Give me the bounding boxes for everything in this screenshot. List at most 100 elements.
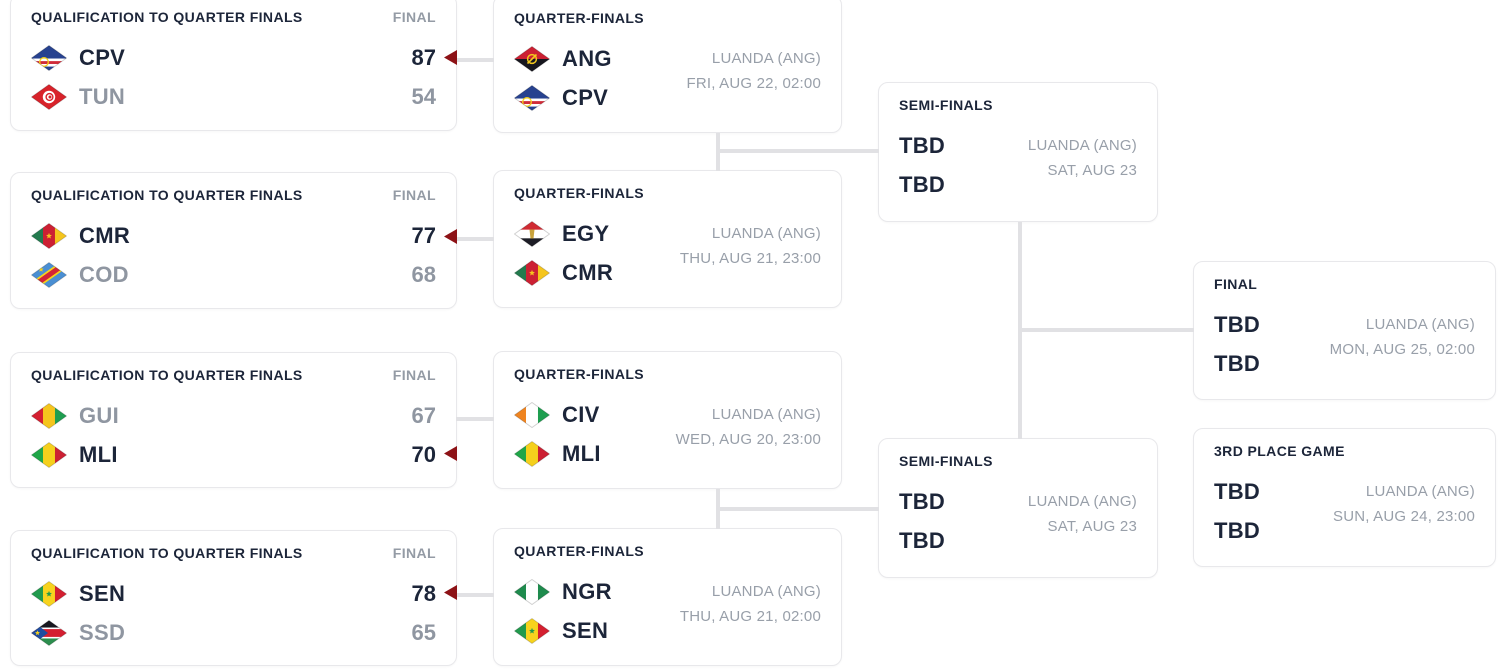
team-code: TUN [79,84,126,109]
team-row: TBD [899,130,1137,162]
team-row: CPV [513,82,821,114]
team-code: TBD [899,133,946,158]
team-row: SEN [513,615,821,647]
team-code: NGR [562,579,612,604]
team-code: MLI [79,442,118,467]
team-row: MLI [513,438,821,470]
team-row: GUI 67 [30,400,436,432]
match-card-qualification-2[interactable]: QUALIFICATION TO QUARTER FINALS FINAL CM… [10,172,457,309]
venue-name: LUANDA (ANG) [711,406,821,423]
status-label: FINAL [392,367,436,383]
flag-mli-icon [513,440,551,468]
flag-ssd-icon [30,619,68,647]
team-row: CMR 77 [30,220,436,252]
venue-name: LUANDA (ANG) [1365,483,1475,500]
team-row: EGY [513,218,821,250]
match-card-final[interactable]: FINAL TBD TBD LUANDA (ANG) MON, AUG 25, … [1193,261,1496,400]
team-row: CPV 87 [30,42,436,74]
flag-cmr-icon [513,259,551,287]
team-code: EGY [562,221,610,246]
venue-info: LUANDA (ANG) THU, AUG 21, 02:00 [680,579,821,629]
team-code: MLI [562,441,601,466]
venue-name: LUANDA (ANG) [1027,137,1137,154]
venue-info: LUANDA (ANG) SUN, AUG 24, 23:00 [1333,479,1475,529]
card-title: QUALIFICATION TO QUARTER FINALS [31,9,303,25]
team-score: 67 [411,403,436,428]
match-card-semifinal-1[interactable]: SEMI-FINALS TBD TBD LUANDA (ANG) SAT, AU… [878,82,1158,222]
status-label: FINAL [392,187,436,203]
match-card-qualification-4[interactable]: QUALIFICATION TO QUARTER FINALS FINAL SE… [10,530,457,666]
status-label: FINAL [392,9,436,25]
flag-ang-icon [513,45,551,73]
venue-name: LUANDA (ANG) [711,583,821,600]
team-row: TBD [899,169,1137,201]
card-title: QUARTER-FINALS [514,185,645,201]
connector-qual1-qf1 [456,58,494,62]
team-code: COD [79,262,129,287]
connector-qf-sf1 [716,149,879,153]
team-score: 70 [411,442,436,467]
team-code: CMR [562,260,614,285]
card-title: QUARTER-FINALS [514,10,645,26]
card-title: QUARTER-FINALS [514,543,645,559]
flag-cod-icon [30,261,68,289]
venue-info: LUANDA (ANG) WED, AUG 20, 23:00 [676,402,821,452]
game-datetime: MON, AUG 25, 02:00 [1329,341,1475,358]
connector-qual3-qf3 [456,417,494,421]
team-code: TBD [1214,518,1261,543]
team-code: TBD [1214,479,1261,504]
flag-ngr-icon [513,578,551,606]
venue-info: LUANDA (ANG) SAT, AUG 23 [1028,133,1137,183]
team-code: TBD [1214,312,1261,337]
flag-egy-icon [513,220,551,248]
team-row: TBD [1214,348,1475,380]
team-row: SSD 65 [30,617,436,649]
team-code: TBD [899,528,946,553]
team-row: SEN 78 [30,578,436,610]
team-row: COD 68 [30,259,436,291]
game-datetime: SUN, AUG 24, 23:00 [1332,508,1475,525]
match-card-quarterfinal-3[interactable]: QUARTER-FINALS CIV MLI LUANDA (ANG) WED,… [493,351,842,489]
team-code: CMR [79,223,131,248]
game-datetime: WED, AUG 20, 23:00 [675,431,821,448]
venue-info: LUANDA (ANG) FRI, AUG 22, 02:00 [687,46,822,96]
card-title: SEMI-FINALS [899,97,993,113]
flag-tun-icon [30,83,68,111]
team-score: 65 [411,620,436,645]
flag-mli-icon [30,441,68,469]
team-row: TUN 54 [30,81,436,113]
team-code: TBD [899,172,946,197]
venue-name: LUANDA (ANG) [1365,316,1475,333]
team-code: CPV [79,45,126,70]
match-card-qualification-1[interactable]: QUALIFICATION TO QUARTER FINALS FINAL CP… [10,0,457,131]
team-code: CIV [562,402,600,427]
team-code: CPV [562,85,609,110]
team-score: 54 [411,84,436,109]
status-label: FINAL [392,545,436,561]
flag-cmr-icon [30,222,68,250]
match-card-third-place[interactable]: 3RD PLACE GAME TBD TBD LUANDA (ANG) SUN,… [1193,428,1496,567]
connector-qual2-qf2 [456,237,494,241]
game-datetime: THU, AUG 21, 02:00 [679,608,821,625]
flag-sen-icon [513,617,551,645]
team-code: SSD [79,620,126,645]
team-row: NGR [513,576,821,608]
match-card-qualification-3[interactable]: QUALIFICATION TO QUARTER FINALS FINAL GU… [10,352,457,488]
team-row: TBD [899,486,1137,518]
game-datetime: SAT, AUG 23 [1047,162,1137,179]
match-card-semifinal-2[interactable]: SEMI-FINALS TBD TBD LUANDA (ANG) SAT, AU… [878,438,1158,578]
card-title: SEMI-FINALS [899,453,993,469]
team-row: TBD [899,525,1137,557]
match-card-quarterfinal-4[interactable]: QUARTER-FINALS NGR SEN LUANDA (ANG) THU,… [493,528,842,666]
team-row: ANG [513,43,821,75]
match-card-quarterfinal-2[interactable]: QUARTER-FINALS EGY CMR LUANDA (ANG) THU,… [493,170,842,308]
connector-sf-final [1018,328,1194,332]
team-row: CIV [513,399,821,431]
team-code: GUI [79,403,120,428]
match-card-quarterfinal-1[interactable]: QUARTER-FINALS ANG CPV LUANDA (ANG) FRI,… [493,0,842,133]
game-datetime: THU, AUG 21, 23:00 [679,250,821,267]
team-code: ANG [562,46,612,71]
venue-name: LUANDA (ANG) [711,50,821,67]
venue-name: LUANDA (ANG) [711,225,821,242]
connector-qf-sf2 [716,507,879,511]
